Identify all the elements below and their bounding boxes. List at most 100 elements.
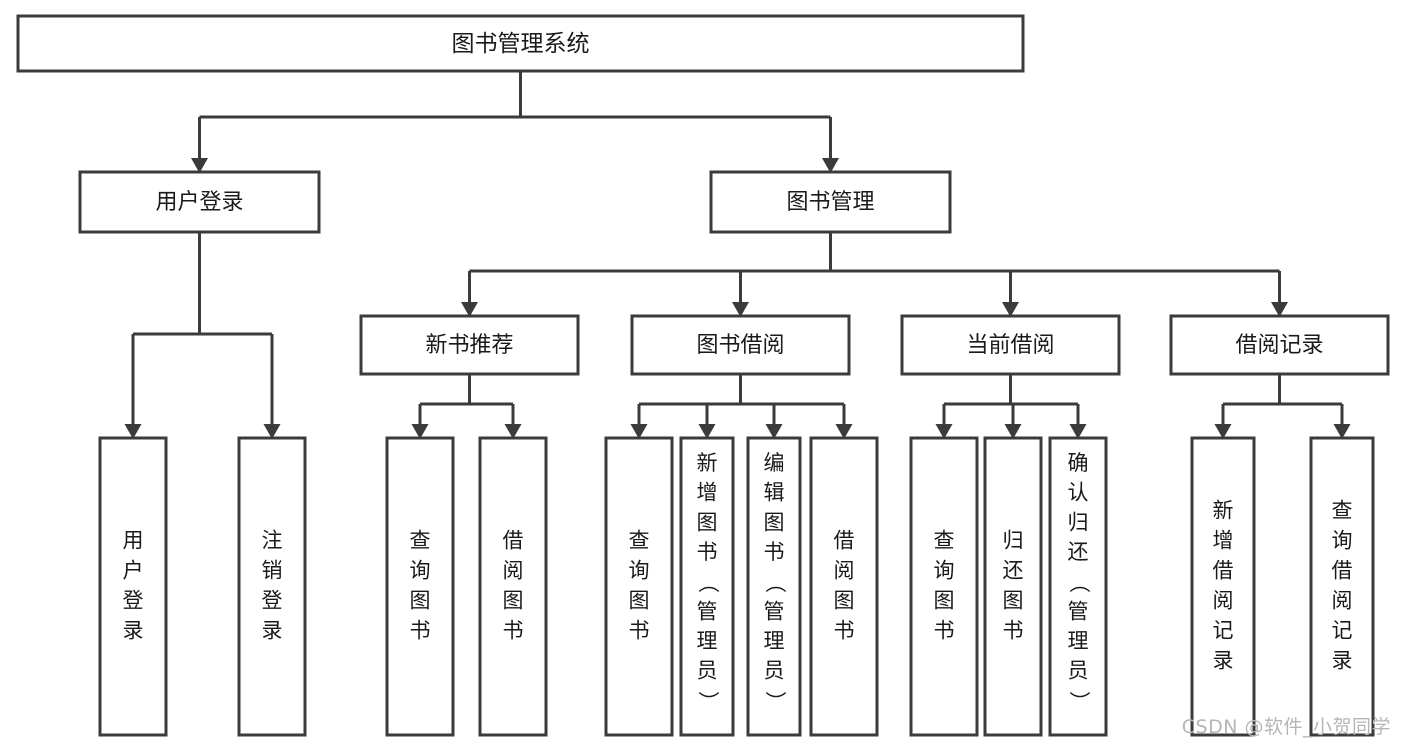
arrow-head-icon [1069, 424, 1087, 439]
label-char: 书 [1003, 619, 1024, 643]
label-char: 图 [629, 589, 650, 613]
node-label: 图书管理 [786, 190, 874, 215]
node-box[interactable] [478, 436, 548, 737]
node-root[interactable]: 图书管理系统 [16, 14, 1025, 73]
label-char: 询 [629, 559, 650, 583]
arrow-head-icon [935, 424, 953, 439]
node-box[interactable] [709, 170, 952, 234]
arrow-head-icon [411, 424, 429, 439]
arrow-head-icon [732, 302, 749, 317]
arrow-head-icon [765, 424, 783, 439]
node-box[interactable] [604, 436, 674, 737]
node-user-login[interactable]: 用户登录 [78, 170, 321, 234]
arrow-head-icon [191, 158, 208, 173]
label-char: 阅 [834, 559, 855, 583]
label-char: 增 [1213, 529, 1234, 553]
node-box[interactable] [746, 436, 802, 737]
node-box[interactable] [1190, 436, 1256, 737]
label-char: 书 [697, 540, 718, 564]
node-box[interactable] [809, 436, 879, 737]
node-borrow-record[interactable]: 借阅记录 [1169, 314, 1390, 376]
node-current-borrow[interactable]: 当前借阅 [900, 314, 1121, 376]
connector-group [411, 374, 522, 439]
node-label: 图书借阅 [696, 333, 784, 358]
node-box[interactable] [385, 436, 455, 737]
label-char: 归 [1003, 529, 1024, 553]
label-char: 还 [1068, 540, 1089, 564]
label-char: 查 [934, 529, 955, 553]
label-char: 图 [697, 510, 718, 534]
connector-layer [124, 71, 1351, 439]
label-char: 图 [834, 589, 855, 613]
node-box[interactable] [1048, 436, 1108, 737]
node-box[interactable] [983, 436, 1043, 737]
label-char: 书 [503, 619, 524, 643]
arrow-head-icon [1214, 424, 1232, 439]
label-char: 借 [1213, 559, 1234, 583]
node-box[interactable] [900, 314, 1121, 376]
node-box[interactable] [679, 436, 735, 737]
node-new-book-rec[interactable]: 新书推荐 [359, 314, 580, 376]
node-box[interactable] [359, 314, 580, 376]
label-char: 登 [262, 589, 283, 613]
node-leaf-user-login[interactable]: 用户登录 [98, 436, 168, 737]
arrow-head-icon [124, 424, 142, 439]
label-char: 图 [764, 510, 785, 534]
label-char: 员 [1068, 659, 1089, 683]
label-char: 书 [834, 619, 855, 643]
arrow-head-icon [504, 424, 522, 439]
arrow-head-icon [1333, 424, 1351, 439]
label-char: 还 [1003, 559, 1024, 583]
label-char: 增 [697, 481, 718, 505]
label-char: 录 [1213, 649, 1234, 673]
label-char: 销 [262, 559, 283, 583]
node-box[interactable] [16, 14, 1025, 73]
node-book-admin[interactable]: 图书管理 [709, 170, 952, 234]
label-char: 认 [1068, 481, 1089, 505]
label-char: 书 [764, 540, 785, 564]
label-char: 查 [629, 529, 650, 553]
node-book-borrow[interactable]: 图书借阅 [630, 314, 851, 376]
node-box[interactable] [237, 436, 307, 737]
node-box[interactable] [78, 170, 321, 234]
label-char: 询 [1332, 529, 1353, 553]
node-label: 新书推荐 [425, 333, 513, 358]
label-char: 书 [629, 619, 650, 643]
connector-group [124, 232, 281, 439]
node-label: 借阅记录 [1235, 333, 1323, 358]
label-char: 录 [1332, 649, 1353, 673]
node-box[interactable] [98, 436, 168, 737]
node-box[interactable] [1169, 314, 1390, 376]
label-char: 书 [934, 619, 955, 643]
label-char: 借 [503, 529, 524, 553]
label-char: ） [763, 691, 787, 712]
label-char: 阅 [1213, 589, 1234, 613]
node-box[interactable] [909, 436, 979, 737]
label-char: 新 [1213, 499, 1234, 523]
node-box[interactable] [1309, 436, 1375, 737]
label-char: 图 [410, 589, 431, 613]
connector-group [1214, 374, 1351, 439]
arrow-head-icon [835, 424, 853, 439]
node-box[interactable] [630, 314, 851, 376]
